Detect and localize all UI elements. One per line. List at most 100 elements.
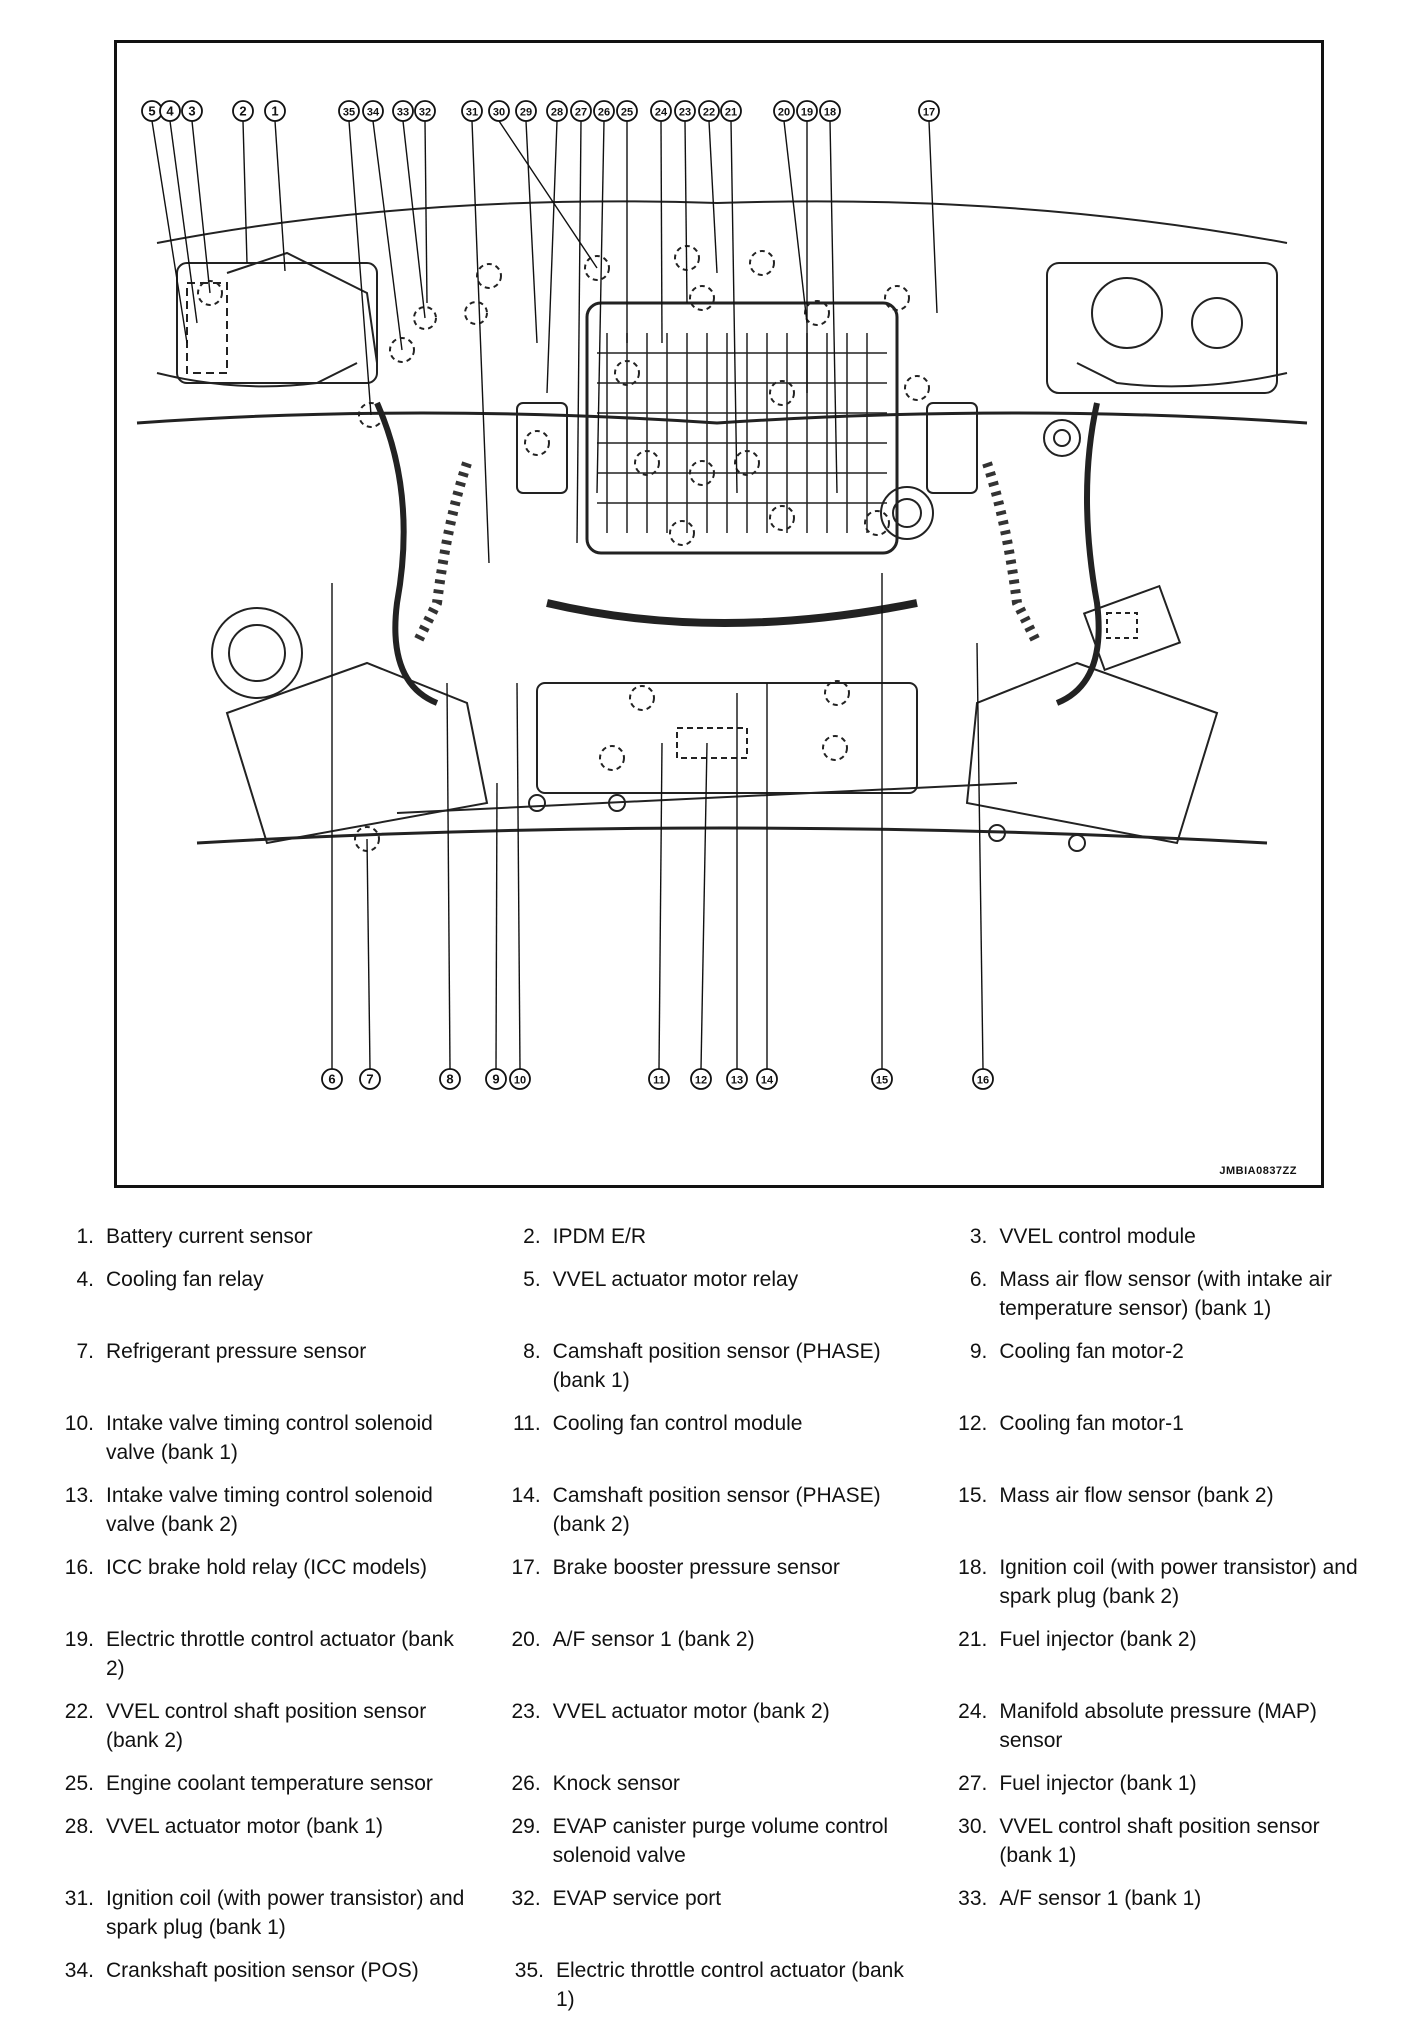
legend-item: 9.Cooling fan motor-2: [943, 1337, 1390, 1366]
legend-item: 28.VVEL actuator motor (bank 1): [50, 1812, 497, 1841]
legend-item: 10.Intake valve timing control solenoid …: [50, 1409, 497, 1467]
callout-number: 29: [520, 107, 532, 119]
legend-item-number: 35.: [514, 1959, 544, 1982]
legend-item: 2.IPDM E/R: [497, 1222, 944, 1251]
legend-item: 31.Ignition coil (with power transistor)…: [50, 1884, 497, 1942]
legend-item: 13. Intake valve timing control solenoid …: [50, 1481, 497, 1539]
callout-circle: [439, 1068, 461, 1090]
callout-circle: [321, 1068, 343, 1090]
legend-item-label: Cooling fan motor-1: [999, 1412, 1184, 1435]
legend-item: 4.Cooling fan relay: [50, 1265, 497, 1294]
callout-circle: [488, 100, 510, 122]
callout-number: 28: [551, 107, 563, 119]
callout-leader-line: [169, 120, 198, 324]
legend-item: 26.Knock sensor: [497, 1769, 944, 1798]
legend-row: 13. Intake valve timing control solenoid …: [50, 1481, 1390, 1539]
legend-item-number: 17.: [511, 1556, 541, 1579]
legend-item-number: 18.: [958, 1556, 988, 1579]
callout-number: 12: [695, 1075, 707, 1087]
callout-number: 26: [598, 107, 610, 119]
legend-item: 6.Mass air flow sensor (with intake air …: [943, 1265, 1390, 1323]
callout-circle: [648, 1068, 670, 1090]
callout-number: 21: [725, 107, 737, 119]
legend-item-number: 26.: [511, 1772, 541, 1795]
legend-item-number: 29.: [511, 1815, 541, 1838]
callout-number: 6: [328, 1072, 335, 1087]
callout-circle: [756, 1068, 778, 1090]
callout-number: 16: [977, 1075, 989, 1087]
callout-leader-line: [495, 782, 498, 1070]
callout-number: 25: [621, 107, 633, 119]
legend-item-number: 13.: [64, 1484, 94, 1507]
callout-circle: [509, 1068, 531, 1090]
legend-item-label: Cooling fan motor-2: [999, 1340, 1184, 1363]
legend-item-label: EVAP canister purge volume control solen…: [552, 1815, 889, 1867]
callout-circle: [232, 100, 254, 122]
legend-item-label: VVEL actuator motor (bank 2): [552, 1700, 830, 1723]
legend-item: 25. Engine coolant temperature sensor: [50, 1769, 497, 1798]
legend-item-label: EVAP service port: [552, 1887, 722, 1910]
legend-item-label: VVEL control shaft position sensor (bank…: [106, 1700, 427, 1752]
callout-number: 4: [166, 104, 174, 119]
callout-number: 18: [824, 107, 836, 119]
callout-circle: [461, 100, 483, 122]
figure-id: JMBIA0837ZZ: [1219, 1165, 1297, 1177]
legend-row: 34.Crankshaft position sensor (POS)35.El…: [50, 1956, 1390, 2014]
legend-item: 29. EVAP canister purge volume control so…: [497, 1812, 944, 1870]
legend-row: 25. Engine coolant temperature sensor 26.K…: [50, 1769, 1390, 1798]
legend-item-label: A/F sensor 1 (bank 2): [552, 1628, 755, 1651]
engine-bay-drawing: 5432135343332313029282726252423222120191…: [136, 100, 1308, 1090]
callout-leader-line: [191, 120, 211, 294]
legend-item-number: 24.: [958, 1700, 988, 1723]
callout-leader-line: [684, 120, 688, 304]
engine-bay-linework: [136, 200, 1308, 852]
callout-circle: [690, 1068, 712, 1090]
legend-item-label: IPDM E/R: [552, 1225, 647, 1248]
callout-number: 1: [271, 104, 278, 119]
legend-item-number: 15.: [958, 1484, 988, 1507]
callout-leader-line: [424, 120, 428, 304]
legend-row: 10.Intake valve timing control solenoid …: [50, 1409, 1390, 1467]
legend-item: 18.Ignition coil (with power transistor)…: [943, 1553, 1390, 1611]
legend-item-label: Fuel injector (bank 1): [999, 1772, 1197, 1795]
callout-number: 27: [575, 107, 587, 119]
callout-number: 13: [731, 1075, 743, 1087]
legend-item: 22.VVEL control shaft position sensor (b…: [50, 1697, 497, 1755]
callout-circle: [674, 100, 696, 122]
callout-circle: [616, 100, 638, 122]
legend-item-label: Camshaft position sensor (PHASE) (bank 1…: [552, 1340, 881, 1392]
legend-item-label: Ignition coil (with power transistor) an…: [106, 1887, 465, 1939]
callout-circle: [593, 100, 615, 122]
callout-number: 34: [367, 107, 380, 119]
legend-item-number: 8.: [523, 1340, 541, 1363]
callout-circle: [338, 100, 360, 122]
legend-item-label: VVEL actuator motor (bank 1): [106, 1815, 384, 1838]
callout-number: 5: [148, 104, 155, 119]
callout-circle: [181, 100, 203, 122]
legend-item: 17.Brake booster pressure sensor: [497, 1553, 944, 1582]
legend-item: 24.Manifold absolute pressure (MAP) sens…: [943, 1697, 1390, 1755]
legend-item-label: Crankshaft position sensor (POS): [106, 1959, 419, 1982]
callout-number: 23: [679, 107, 691, 119]
legend-item-label: Engine coolant temperature sensor: [106, 1772, 433, 1795]
callout-number: 35: [343, 107, 355, 119]
legend-item-number: 1.: [76, 1225, 94, 1248]
callout-leader-line: [546, 120, 558, 394]
legend-item: 11.Cooling fan control module: [497, 1409, 944, 1438]
legend-item-number: 33.: [958, 1887, 988, 1910]
legend-item-number: 14.: [511, 1484, 541, 1507]
legend-item-label: Mass air flow sensor (with intake air te…: [999, 1268, 1332, 1320]
callout-circle: [796, 100, 818, 122]
callout-circle: [720, 100, 742, 122]
callout-circle: [485, 1068, 507, 1090]
callout-leader-line: [498, 120, 598, 269]
callout-number: 24: [655, 107, 668, 119]
legend-item-number: 3.: [969, 1225, 988, 1248]
callout-leader-line: [366, 838, 371, 1070]
legend-item-number: 25.: [64, 1772, 94, 1795]
legend-item-label: Intake valve timing control solenoid val…: [106, 1484, 433, 1536]
